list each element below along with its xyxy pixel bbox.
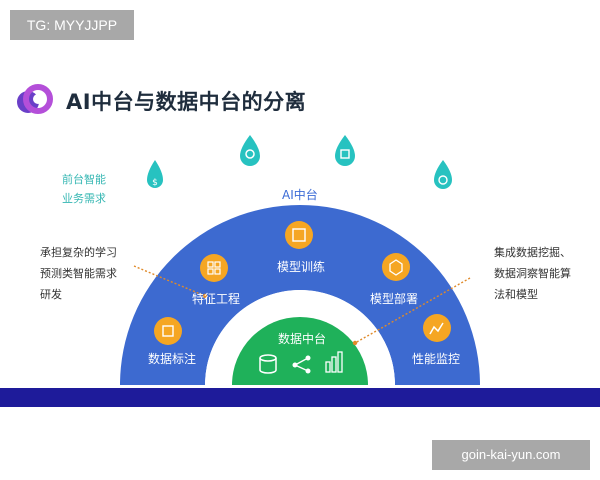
- watermark-top: TG: MYYJJPP: [10, 10, 134, 40]
- page-title: AI中台与数据中台的分离: [66, 90, 307, 114]
- module-feature: 特征工程: [192, 292, 241, 306]
- watermark-bottom: goin-kai-yun.com: [432, 440, 590, 470]
- front-intelligence-label: 前台智能 业务需求: [62, 173, 106, 205]
- money-drop-icon: $: [147, 160, 163, 188]
- svg-text:$: $: [152, 178, 158, 188]
- module-deploy: 模型部署: [370, 292, 419, 306]
- database-icon: [259, 354, 277, 374]
- bottom-bar: [0, 388, 600, 407]
- train-icon: [285, 221, 313, 249]
- right-note: 集成数据挖掘、 数据洞察智能算 法和模型: [494, 246, 571, 301]
- module-monitor: 性能监控: [412, 352, 461, 366]
- left-note: 承担复杂的学习 预测类智能需求 研发: [40, 246, 117, 301]
- monitor-icon: [423, 314, 451, 342]
- bulb-drop-icon: [240, 135, 260, 166]
- data-label-icon: [154, 317, 182, 345]
- left-callout-line: [133, 265, 206, 297]
- gift-drop-icon: [335, 135, 355, 166]
- ai-center-label: AI中台: [282, 188, 318, 202]
- data-center-label: 数据中台: [278, 332, 327, 346]
- module-data-label: 数据标注: [148, 352, 197, 366]
- ai-center-arch: [120, 205, 480, 385]
- deploy-icon: [382, 253, 410, 281]
- chart-drop-icon: [434, 160, 452, 189]
- bar-chart-icon: [325, 351, 343, 373]
- feature-icon: [200, 254, 228, 282]
- data-center-core: [232, 317, 368, 385]
- module-train: 模型训练: [277, 260, 326, 274]
- logo-icon: [17, 84, 53, 114]
- share-icon: [292, 355, 311, 374]
